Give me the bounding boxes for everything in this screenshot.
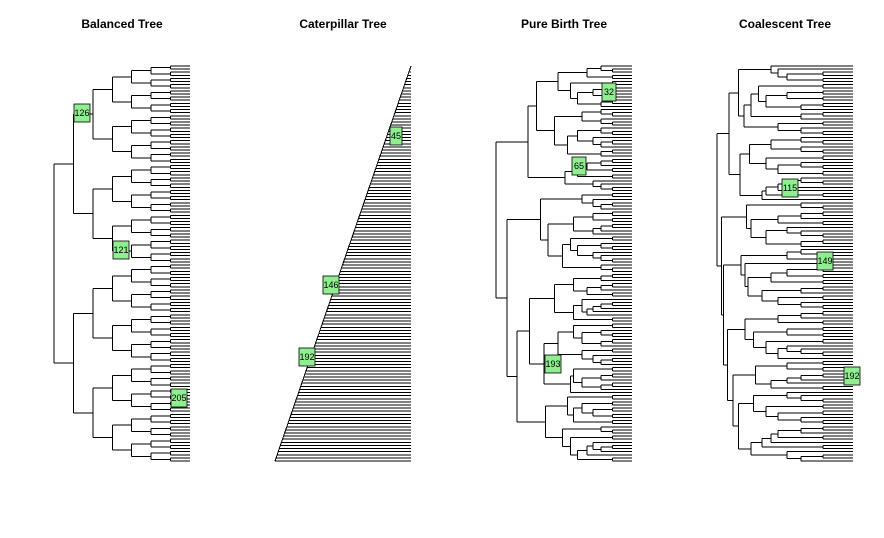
node-label-box <box>322 275 340 295</box>
tree-purebirth: 32 65 193 <box>495 65 632 462</box>
node-label-box <box>571 156 587 176</box>
panel-title-balanced: Balanced Tree <box>81 17 163 31</box>
tree-spine-edge <box>274 65 412 462</box>
node-label-text: 121 <box>113 245 128 255</box>
node-label-box <box>601 82 617 102</box>
node-label-text: 115 <box>783 183 797 193</box>
panel-coalescent: Coalescent Tree 115 149 192 <box>716 17 861 462</box>
node-label-text: 32 <box>604 87 614 97</box>
node-label-text: 149 <box>817 256 832 266</box>
node-label-box <box>170 388 188 408</box>
node-label-text: 205 <box>171 393 186 403</box>
panel-title-coalescent: Coalescent Tree <box>739 17 831 31</box>
node-label-text: 126 <box>74 108 89 118</box>
node-label-text: 146 <box>323 280 338 290</box>
node-label-box <box>544 354 562 374</box>
node-label-text: 192 <box>844 371 859 381</box>
panel-title-purebirth: Pure Birth Tree <box>521 17 607 31</box>
node-label-box <box>389 126 403 146</box>
node-label-box <box>816 251 834 271</box>
panel-balanced: Balanced Tree 126 121 205 <box>53 17 190 462</box>
node-label-box <box>781 178 799 198</box>
node-label-text: 192 <box>299 352 314 362</box>
node-label-text: 45 <box>391 131 401 141</box>
panel-purebirth: Pure Birth Tree 32 65 193 <box>495 17 632 462</box>
node-label-box <box>73 103 91 123</box>
panel-caterpillar: Caterpillar Tree 45 146 192 <box>274 17 412 462</box>
node-label-box <box>112 240 130 260</box>
tree-caterpillar: 45 146 192 <box>274 65 412 462</box>
node-label-box <box>298 347 316 367</box>
panel-title-caterpillar: Caterpillar Tree <box>299 17 387 31</box>
node-label-box <box>843 366 861 386</box>
node-label-text: 65 <box>574 161 584 171</box>
tree-coalescent: 115 149 192 <box>716 65 861 462</box>
node-label-text: 193 <box>545 359 560 369</box>
tree-balanced: 126 121 205 <box>53 65 190 462</box>
